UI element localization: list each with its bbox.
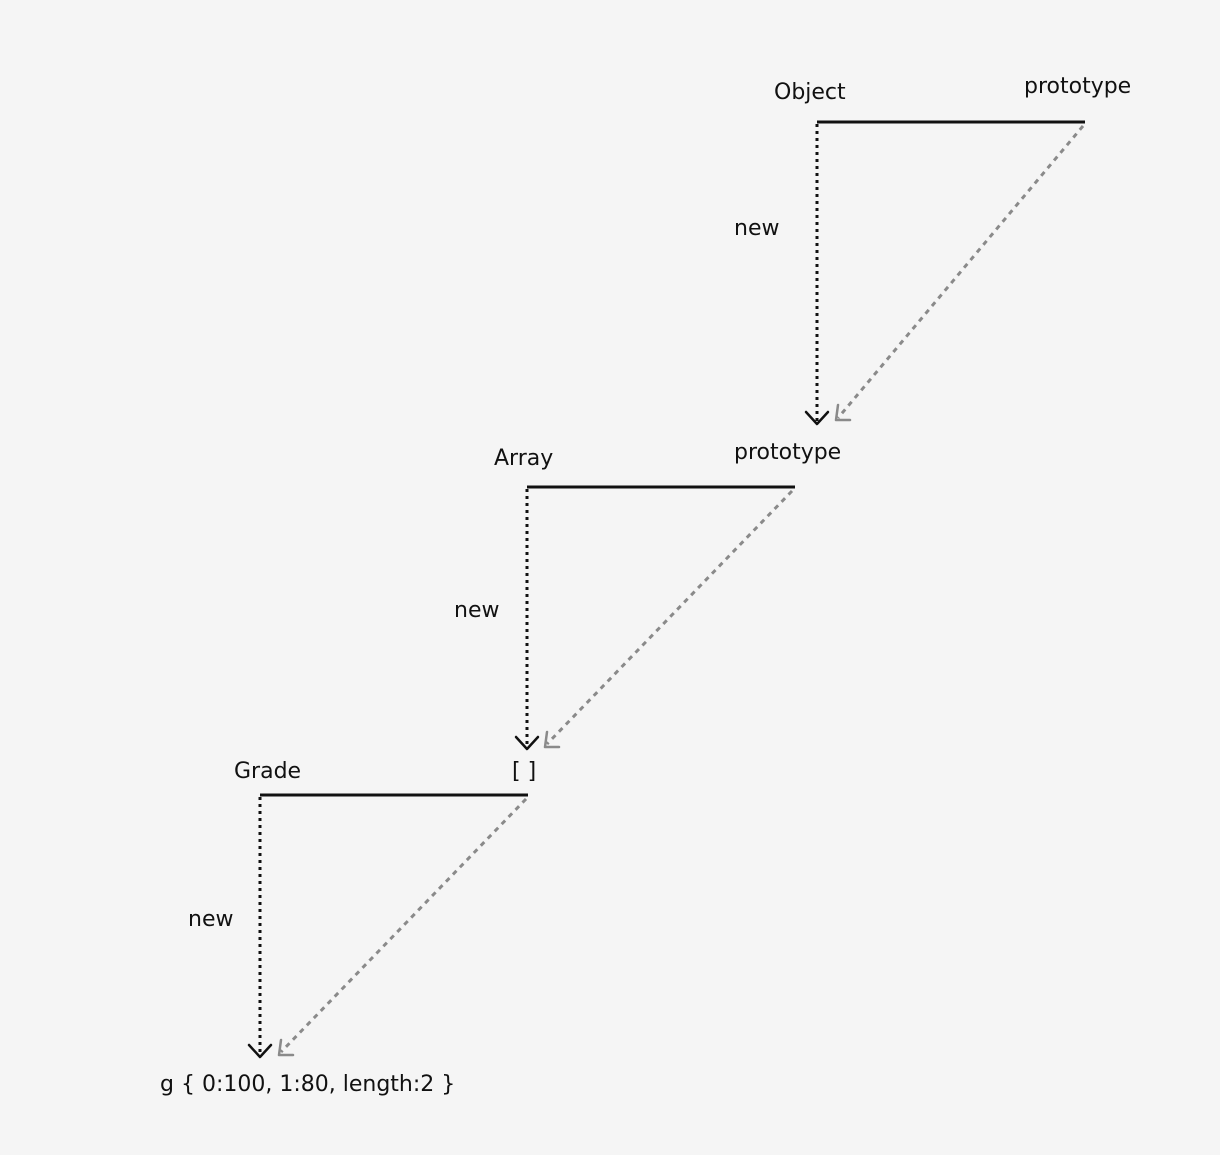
grade-prototype-link-line: [279, 797, 528, 1054]
constructor-label-object: Object: [774, 80, 846, 105]
prototype-label-array: prototype: [734, 440, 842, 465]
new-label-array: new: [454, 598, 500, 623]
prototype-label-object: prototype: [1024, 74, 1132, 99]
instance-label: g { 0:100, 1:80, length:2 }: [160, 1072, 456, 1097]
grade-prototype-link-head: [277, 1038, 295, 1057]
new-label-object: new: [734, 216, 780, 241]
prototype-label-grade: [ ]: [512, 759, 537, 784]
array-prototype-link-line: [545, 489, 794, 746]
object-prototype-link-line: [836, 125, 1085, 419]
constructor-label-grade: Grade: [234, 759, 302, 784]
new-label-grade: new: [188, 907, 234, 932]
object-prototype-link-head: [834, 403, 852, 422]
array-new-arrow-head: [514, 735, 540, 751]
array-prototype-link-head: [543, 730, 561, 749]
object-new-arrow-head: [804, 410, 830, 426]
grade-new-arrow-head: [247, 1043, 273, 1059]
constructor-label-array: Array: [494, 446, 554, 471]
